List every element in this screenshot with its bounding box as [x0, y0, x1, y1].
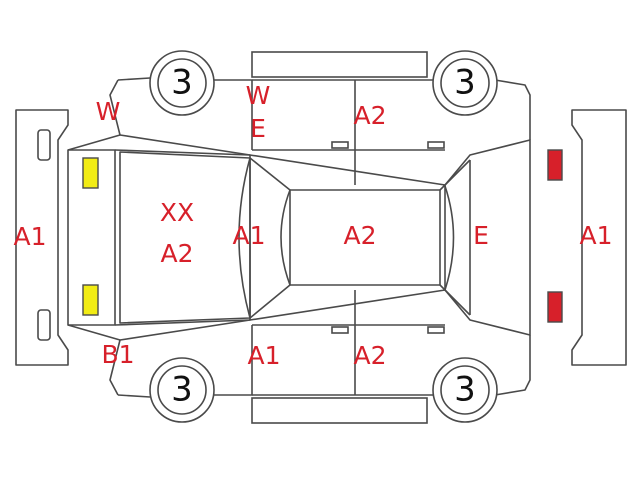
taillight-left — [547, 149, 563, 181]
code-roof: A2 — [343, 221, 376, 250]
code-front-left-corner: W — [96, 97, 121, 126]
headlight-right — [82, 284, 99, 316]
taillight-right — [547, 291, 563, 323]
side-upper — [109, 51, 531, 185]
code-left-fender-line2: E — [250, 114, 266, 143]
cabin — [238, 157, 471, 319]
tire-depth-label: 3 — [454, 370, 476, 410]
code-left-fender-line1: W — [246, 81, 271, 110]
code-front-right-corner: B1 — [101, 340, 134, 369]
side-lower — [109, 290, 531, 424]
tire-rear-right: 3 — [432, 357, 498, 423]
car-body-outline — [67, 134, 531, 341]
code-rear-window: E — [473, 221, 489, 250]
code-windshield-pillar: A1 — [232, 221, 265, 250]
tire-depth-label: 3 — [454, 63, 476, 103]
code-right-rear-door: A2 — [353, 341, 386, 370]
tire-front-left: 3 — [149, 50, 215, 116]
code-rear-bumper: A1 — [579, 221, 612, 250]
hood-panel — [119, 151, 251, 324]
code-left-rear-door: A2 — [353, 101, 386, 130]
front-bumper — [15, 109, 69, 366]
code-hood-line1: XX — [160, 198, 194, 227]
tire-rear-left: 3 — [432, 50, 498, 116]
tire-depth-label: 3 — [171, 370, 193, 410]
code-front-bumper: A1 — [13, 222, 46, 251]
code-hood-line2: A2 — [160, 239, 193, 268]
headlight-left — [82, 157, 99, 189]
tire-front-right: 3 — [149, 357, 215, 423]
tire-depth-label: 3 — [171, 63, 193, 103]
code-right-front-door: A1 — [247, 341, 280, 370]
rear-bumper — [571, 109, 627, 366]
